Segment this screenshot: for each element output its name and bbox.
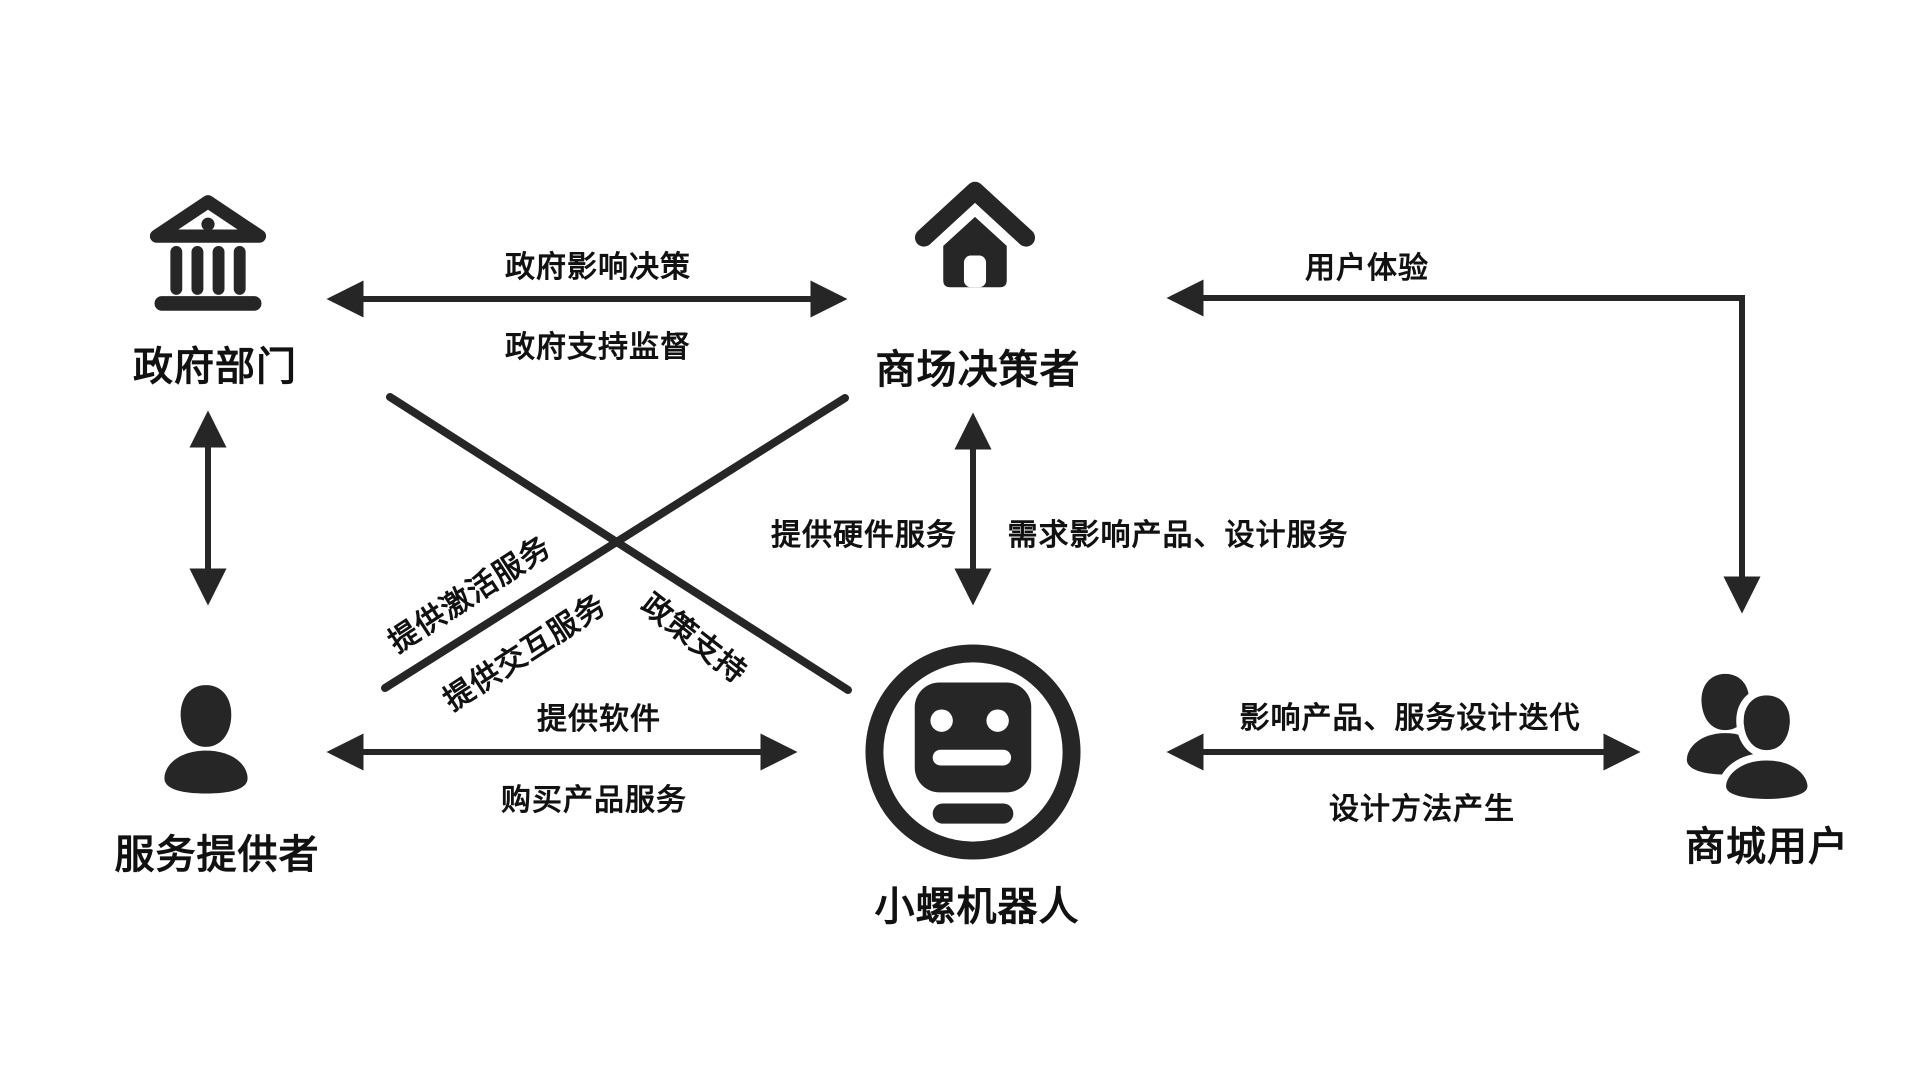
node-label-service-provider: 服务提供者 bbox=[114, 833, 320, 877]
edge-label-hardware-service: 提供硬件服务 bbox=[771, 519, 957, 552]
edge-label-provide-software: 提供软件 bbox=[537, 703, 661, 736]
person-icon bbox=[164, 685, 248, 794]
robot-face-icon bbox=[865, 644, 1081, 860]
edge-label-user-experience: 用户体验 bbox=[1305, 252, 1429, 285]
node-label-robot: 小螺机器人 bbox=[874, 885, 1080, 929]
edge-label-buy-product-service: 购买产品服务 bbox=[501, 784, 687, 817]
edge-label-design-iteration: 影响产品、服务设计迭代 bbox=[1239, 702, 1581, 735]
home-icon bbox=[914, 181, 1036, 288]
node-label-government: 政府部门 bbox=[133, 345, 297, 389]
two-users-icon bbox=[1686, 673, 1815, 807]
bank-building-icon bbox=[149, 195, 267, 311]
edge-label-government-support: 政府支持监督 bbox=[505, 331, 691, 364]
edge-label-demand-influence: 需求影响产品、设计服务 bbox=[1007, 519, 1349, 552]
line-provider-mall-diagonal bbox=[381, 394, 849, 692]
node-label-mall-decider: 商场决策者 bbox=[875, 348, 1081, 392]
arrow-users-mall-elbow bbox=[1166, 279, 1761, 614]
node-label-mall-users: 商城用户 bbox=[1685, 825, 1849, 869]
edge-label-design-method: 设计方法产生 bbox=[1329, 793, 1515, 826]
edge-label-government-influence: 政府影响决策 bbox=[505, 251, 691, 284]
